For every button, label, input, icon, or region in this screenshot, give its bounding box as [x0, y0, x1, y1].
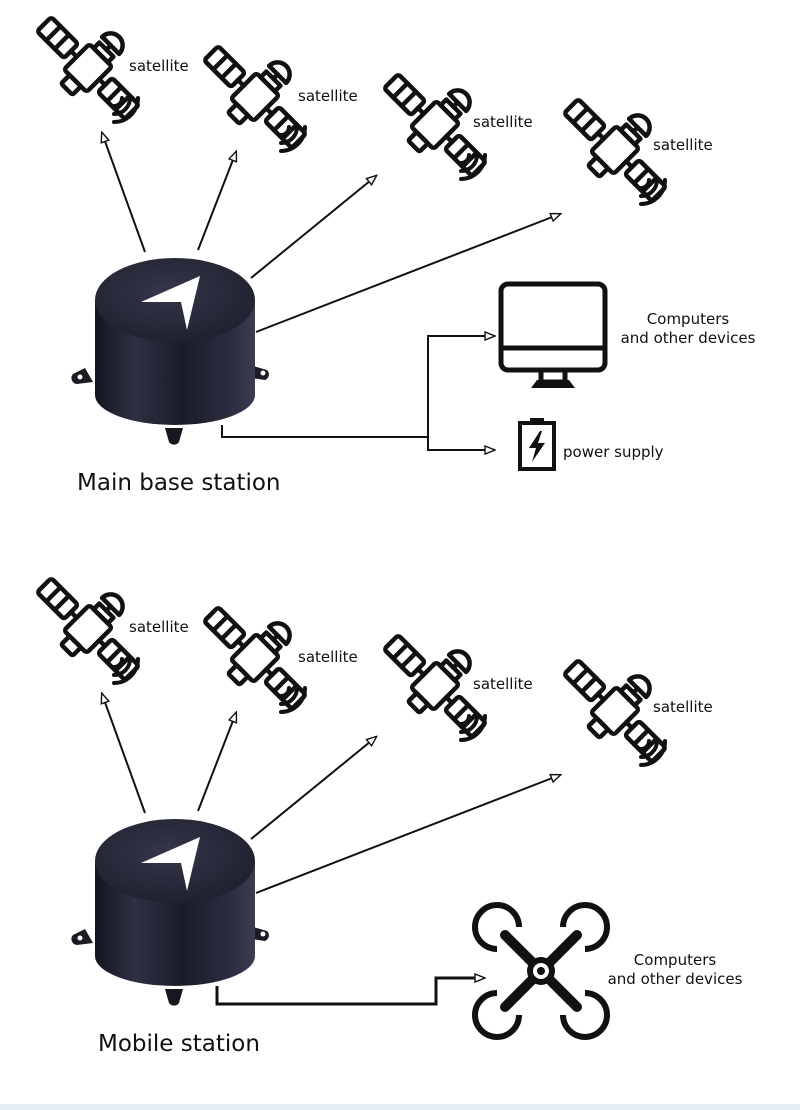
drone-icon	[475, 905, 607, 1037]
arrow	[102, 694, 146, 814]
output-connector	[215, 976, 478, 1006]
signal-arrows	[102, 694, 560, 894]
station-label: Mobile station	[98, 1031, 260, 1057]
monitor-icon	[501, 284, 605, 388]
arrow	[102, 133, 146, 253]
output-label-line1: Computers	[634, 951, 717, 969]
output-label-line1: Computers	[647, 310, 730, 328]
arrow	[255, 214, 560, 333]
mobile-station-device	[71, 819, 269, 1006]
output-label-line2: and other devices	[621, 329, 756, 347]
output-connector	[221, 336, 494, 450]
arrow	[250, 176, 376, 279]
satellite-label: satellite	[298, 87, 358, 105]
arrow	[197, 152, 236, 251]
battery-charging-icon	[518, 416, 556, 471]
arrow	[255, 775, 560, 894]
satellite-label: satellite	[129, 618, 189, 636]
satellite-label: satellite	[298, 648, 358, 666]
power-supply-label: power supply	[563, 443, 664, 461]
satellite-label: satellite	[129, 57, 189, 75]
arrow	[250, 737, 376, 840]
bottom-band	[0, 1104, 800, 1110]
satellite-label: satellite	[473, 113, 533, 131]
satellite-label: satellite	[653, 136, 713, 154]
mobile-section: satellite satellite satellite satellite …	[23, 554, 743, 1057]
output-label-line2: and other devices	[608, 970, 743, 988]
signal-arrows	[102, 133, 560, 333]
arrow	[197, 713, 236, 812]
satellite-label: satellite	[653, 698, 713, 716]
satellite-label: satellite	[473, 675, 533, 693]
base-station-device	[71, 258, 269, 445]
main-section: satellite satellite satellite satellite …	[23, 0, 756, 496]
station-label: Main base station	[77, 470, 281, 496]
